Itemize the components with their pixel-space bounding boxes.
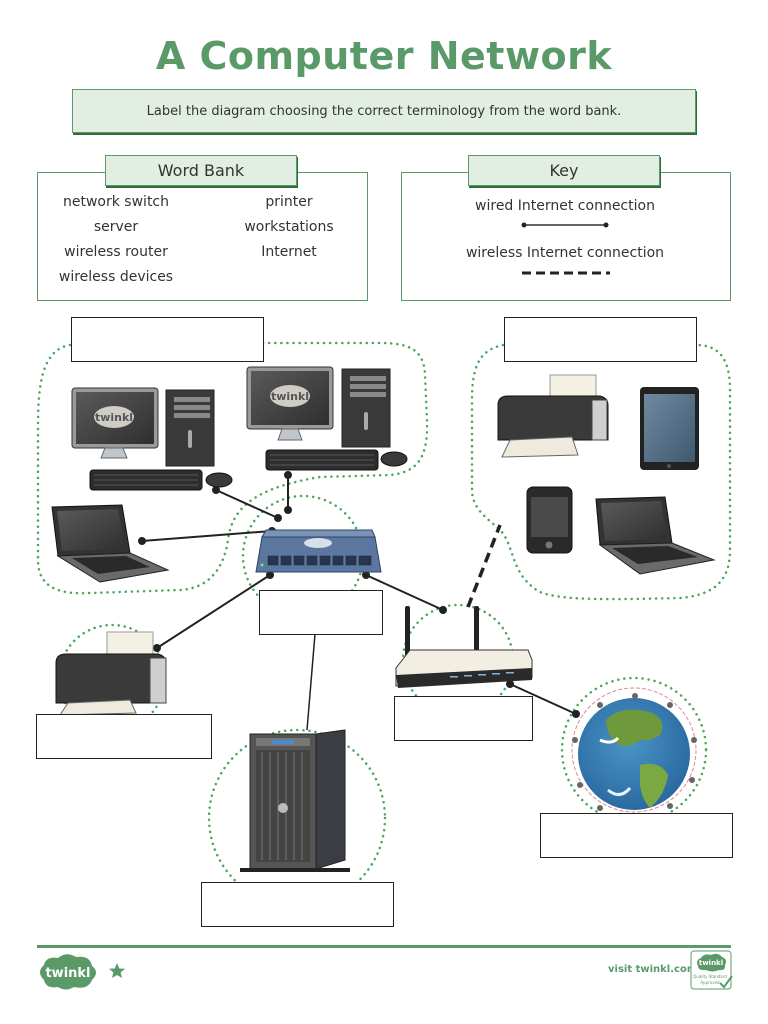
svg-text:twinkl: twinkl: [95, 411, 133, 424]
twinkl-logo[interactable]: twinkl: [36, 952, 100, 992]
laptop-icon: [595, 496, 716, 575]
word-bank-term: wireless devices: [58, 269, 174, 285]
key-heading: Key: [468, 155, 660, 186]
answer-box-internet[interactable]: [540, 813, 733, 858]
wired-connection: [215, 489, 279, 519]
desktop-computer-icon: twinkl: [246, 366, 408, 471]
wired-connection: [509, 683, 577, 715]
word-bank-term: server: [93, 219, 139, 235]
word-bank-heading: Word Bank: [105, 155, 297, 186]
key-line-samples: [521, 222, 610, 275]
answer-box-wireless-router[interactable]: [394, 696, 533, 741]
wired-connection: [141, 530, 273, 542]
globe-icon: [571, 687, 697, 813]
tablet-icon: [640, 387, 699, 470]
network-switch-icon: [255, 529, 382, 573]
key-label-wireless: wireless Internet connection: [465, 245, 665, 261]
star-icon: [109, 963, 125, 978]
answer-box-network-switch[interactable]: [259, 590, 383, 635]
instruction-text: Label the diagram choosing the correct t…: [146, 103, 622, 119]
answer-box-server[interactable]: [201, 882, 394, 927]
laptop-icon: [51, 504, 170, 583]
router-icon: [395, 606, 533, 688]
word-bank-term: workstations: [244, 219, 334, 235]
check-icon: [719, 975, 733, 989]
desktop-computer-icon: twinkl: [71, 387, 233, 491]
printer-icon: [497, 374, 609, 458]
answer-box-printer[interactable]: [36, 714, 212, 759]
twinkl-logo-text: twinkl: [45, 966, 90, 981]
quality-badge: twinkl Quality Standard Approved: [690, 950, 733, 990]
wired-connection: [156, 574, 271, 649]
wireless-group-outline: [470, 343, 732, 601]
word-bank-panel: [37, 172, 368, 301]
globe-group-outline: [560, 676, 708, 824]
printer-icon: [55, 631, 167, 716]
badge-text: Approved: [700, 980, 720, 985]
network-diagram: twinkl twinkl: [36, 341, 732, 908]
word-bank-term: Internet: [261, 244, 317, 260]
answer-box-workstations[interactable]: [71, 317, 264, 362]
workstations-group-outline: [36, 341, 429, 595]
word-bank-term: network switch: [63, 194, 169, 210]
server-pointer-line: [306, 633, 316, 731]
word-bank-heading-text: Word Bank: [157, 161, 245, 180]
instruction-banner: Label the diagram choosing the correct t…: [72, 89, 696, 133]
word-bank-term: printer: [265, 194, 313, 210]
server-tower-icon: [240, 729, 350, 872]
footer-divider: [37, 945, 731, 948]
key-panel: [401, 172, 731, 301]
page-title: A Computer Network: [155, 34, 613, 78]
wireless-connection: [466, 524, 502, 608]
svg-text:twinkl: twinkl: [271, 390, 309, 403]
key-heading-text: Key: [549, 161, 579, 180]
badge-logo-text: twinkl: [699, 959, 723, 967]
smartphone-icon: [526, 486, 573, 554]
answer-box-wireless-devices[interactable]: [504, 317, 697, 362]
visit-link[interactable]: visit twinkl.com: [608, 964, 698, 975]
word-bank-term: wireless router: [64, 244, 168, 260]
wired-line-sample: [521, 222, 609, 228]
badge-text: Quality Standard: [693, 974, 727, 979]
wired-connection: [365, 574, 444, 611]
server-group-outline: [207, 728, 387, 908]
key-label-wired: wired Internet connection: [475, 198, 655, 214]
